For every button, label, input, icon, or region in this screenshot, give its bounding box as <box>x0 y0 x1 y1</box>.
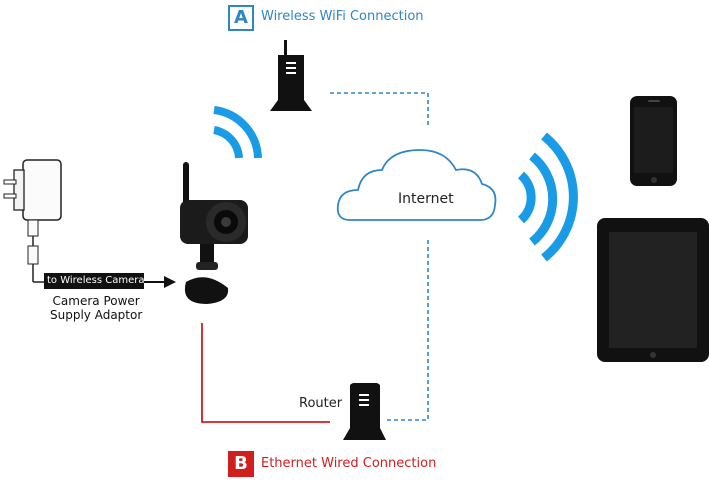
wifi-signal-icon <box>214 110 258 158</box>
adaptor-label-line1: Camera Power <box>53 294 140 308</box>
power-adaptor-icon <box>4 160 61 282</box>
camera-icon <box>180 162 248 304</box>
phone-icon <box>630 96 677 186</box>
badge-a: A <box>228 5 254 31</box>
cloud-icon <box>338 150 496 220</box>
tablet-icon <box>597 218 709 362</box>
badge-b: B <box>228 451 254 477</box>
internet-label: Internet <box>398 191 454 207</box>
adaptor-label-line2: Supply Adaptor <box>50 308 142 322</box>
wifi-link-line <box>330 93 428 125</box>
router-label: Router <box>299 396 342 411</box>
internet-router-link-line <box>386 240 428 420</box>
wifi-signal-icon <box>521 136 573 258</box>
to-camera-label: to Wireless Camera <box>47 275 144 286</box>
ethernet-connection-label: Ethernet Wired Connection <box>261 456 436 471</box>
wifi-connection-label: Wireless WiFi Connection <box>261 9 424 24</box>
router-icon <box>343 383 386 440</box>
router-icon <box>270 40 312 111</box>
adaptor-label: Camera Power Supply Adaptor <box>50 294 142 322</box>
